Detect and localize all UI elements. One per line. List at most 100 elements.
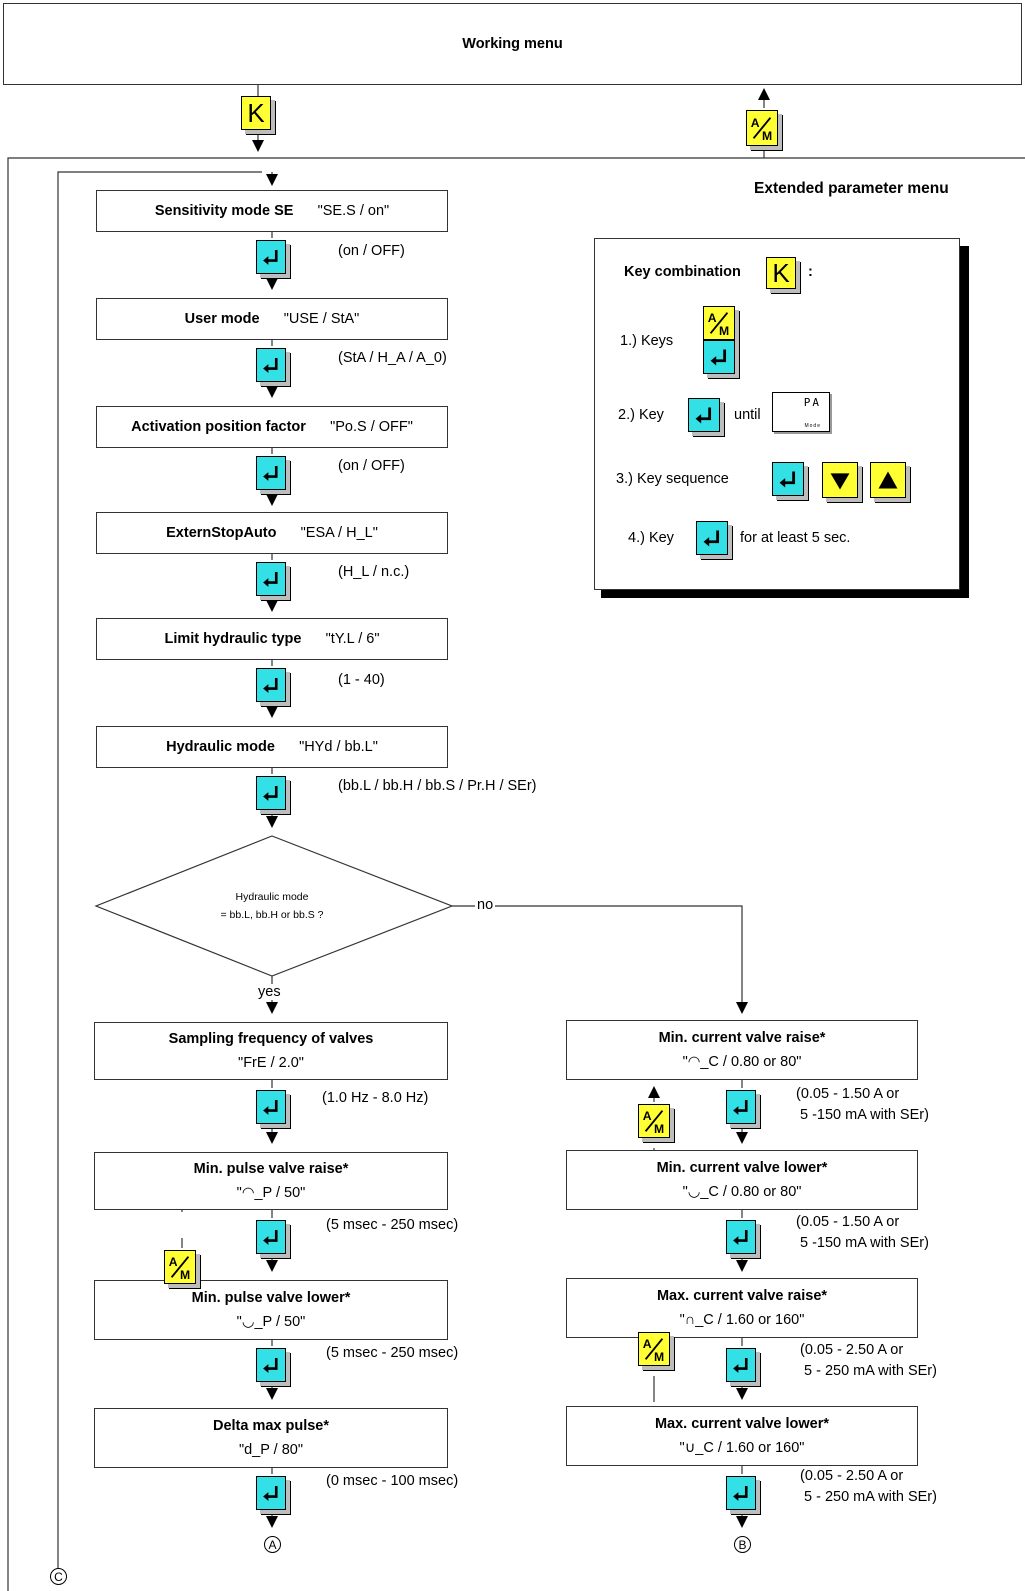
working-menu-title: Working menu (462, 36, 563, 52)
step-name: Min. current valve lower* (656, 1160, 828, 1176)
down-arrow-key[interactable] (822, 462, 858, 498)
range-line: 5 - 250 mA with SEr) (804, 1489, 937, 1505)
svg-text:A: A (643, 1109, 652, 1123)
svg-text:M: M (654, 1122, 664, 1136)
enter-arrow-icon (263, 1358, 278, 1373)
enter-key[interactable] (256, 562, 286, 596)
enter-key[interactable] (726, 1348, 756, 1382)
decision-no-label: no (475, 897, 496, 913)
enter-key[interactable] (726, 1090, 756, 1124)
enter-key[interactable] (772, 462, 804, 496)
step2-until: until (734, 407, 761, 423)
enter-arrow-icon (695, 407, 712, 424)
enter-key[interactable] (256, 1476, 286, 1510)
step-sampling-frequency: Sampling frequency of valves "FrE / 2.0" (94, 1022, 448, 1080)
enter-key[interactable] (256, 1348, 286, 1382)
decision-line2: = bb.L, bb.H or bb.S ? (220, 909, 324, 921)
display-subtext: Mode (804, 423, 821, 429)
step-code: "d_P / 80" (238, 1442, 304, 1458)
enter-key[interactable] (256, 1090, 286, 1124)
step4-text: 4.) Key (628, 530, 674, 546)
enter-key[interactable] (703, 340, 735, 374)
key-combination-title: Key combination (624, 264, 741, 280)
down-arrow-icon (830, 473, 850, 490)
enter-arrow-icon (733, 1486, 748, 1501)
step-activation-position-factor: Activation position factor "Po.S / OFF" (96, 406, 448, 448)
enter-key[interactable] (256, 348, 286, 382)
step-user-mode: User mode "USE / StA" (96, 298, 448, 340)
k-key[interactable]: K (766, 257, 796, 289)
step2-text: 2.) Key (618, 407, 664, 423)
decision-line1: Hydraulic mode (235, 891, 309, 903)
enter-key[interactable] (696, 521, 728, 555)
range-note: (on / OFF) (338, 458, 405, 474)
step-min-current-lower: Min. current valve lower* "◡_C / 0.80 or… (566, 1150, 918, 1210)
enter-key[interactable] (256, 668, 286, 702)
enter-arrow-icon (733, 1100, 748, 1115)
k-key-label: K (247, 97, 265, 128)
step-delta-max-pulse: Delta max pulse* "d_P / 80" (94, 1408, 448, 1468)
step1-text: 1.) Keys (620, 333, 674, 349)
step-min-current-raise: Min. current valve raise* "◠_C / 0.80 or… (566, 1020, 918, 1080)
step-code: "◡_P / 50" (236, 1314, 306, 1330)
step-min-pulse-lower: Min. pulse valve lower* "◡_P / 50" (94, 1280, 448, 1340)
step-name: Activation position factor (131, 419, 306, 435)
step-min-pulse-raise: Min. pulse valve raise* "◠_P / 50" (94, 1152, 448, 1210)
range-line: (0.05 - 1.50 A or (796, 1086, 900, 1102)
auto-manual-icon: AM (643, 1109, 664, 1136)
svg-text:M: M (762, 129, 772, 143)
range-note: (5 msec - 250 msec) (326, 1345, 459, 1361)
enter-arrow-icon (263, 466, 278, 481)
enter-key[interactable] (256, 776, 286, 810)
step-code: "◠_P / 50" (236, 1185, 306, 1201)
connector-a: A (264, 1536, 281, 1553)
enter-key[interactable] (726, 1220, 756, 1254)
enter-key[interactable] (726, 1476, 756, 1510)
enter-arrow-icon (263, 572, 278, 587)
enter-key[interactable] (256, 240, 286, 274)
step-name: Sampling frequency of valves (168, 1031, 374, 1047)
auto-manual-icon: AM (643, 1337, 664, 1364)
extended-menu-title: Extended parameter menu (754, 180, 949, 197)
range-line: 5 -150 mA with SEr) (800, 1235, 929, 1251)
auto-manual-icon: AM (169, 1255, 190, 1282)
enter-key[interactable] (256, 1220, 286, 1254)
enter-key[interactable] (688, 398, 720, 432)
enter-arrow-icon (703, 530, 720, 547)
step-code: "∪_C / 1.60 or 160" (679, 1440, 805, 1456)
step-code: "SE.S / on" (317, 203, 390, 219)
step-name: Max. current valve raise* (656, 1288, 828, 1304)
step-name: Max. current valve lower* (654, 1416, 830, 1432)
range-note: (5 msec - 250 msec) (326, 1217, 459, 1233)
step3-text: 3.) Key sequence (616, 471, 729, 487)
step-name: Limit hydraulic type (164, 631, 302, 647)
range-note: (0 msec - 100 msec) (326, 1473, 459, 1489)
step-name: Min. pulse valve raise* (193, 1161, 349, 1177)
step-code: "HYd / bb.L" (299, 739, 378, 755)
range-note: (H_L / n.c.) (338, 564, 410, 580)
range-note: (0.05 - 2.50 A or 5 - 250 mA with SEr) (800, 1466, 937, 1508)
range-line: (0.05 - 1.50 A or (796, 1214, 900, 1230)
up-arrow-key[interactable] (870, 462, 906, 498)
display-screen: PA Mode (772, 392, 830, 432)
enter-arrow-icon (263, 678, 278, 693)
enter-arrow-icon (263, 250, 278, 265)
enter-arrow-icon (733, 1230, 748, 1245)
step-name: Min. current valve raise* (658, 1030, 826, 1046)
step-code: "◡_C / 0.80 or 80" (682, 1184, 802, 1200)
connector-b: B (734, 1536, 751, 1553)
step-name: ExternStopAuto (166, 525, 277, 541)
connector-c: C (50, 1568, 67, 1585)
k-key[interactable]: K (241, 96, 271, 130)
range-note: (1.0 Hz - 8.0 Hz) (322, 1090, 429, 1106)
enter-arrow-icon (263, 358, 278, 373)
enter-key[interactable] (256, 456, 286, 490)
step-max-current-lower: Max. current valve lower* "∪_C / 1.60 or… (566, 1406, 918, 1466)
step-name: Hydraulic mode (166, 739, 275, 755)
